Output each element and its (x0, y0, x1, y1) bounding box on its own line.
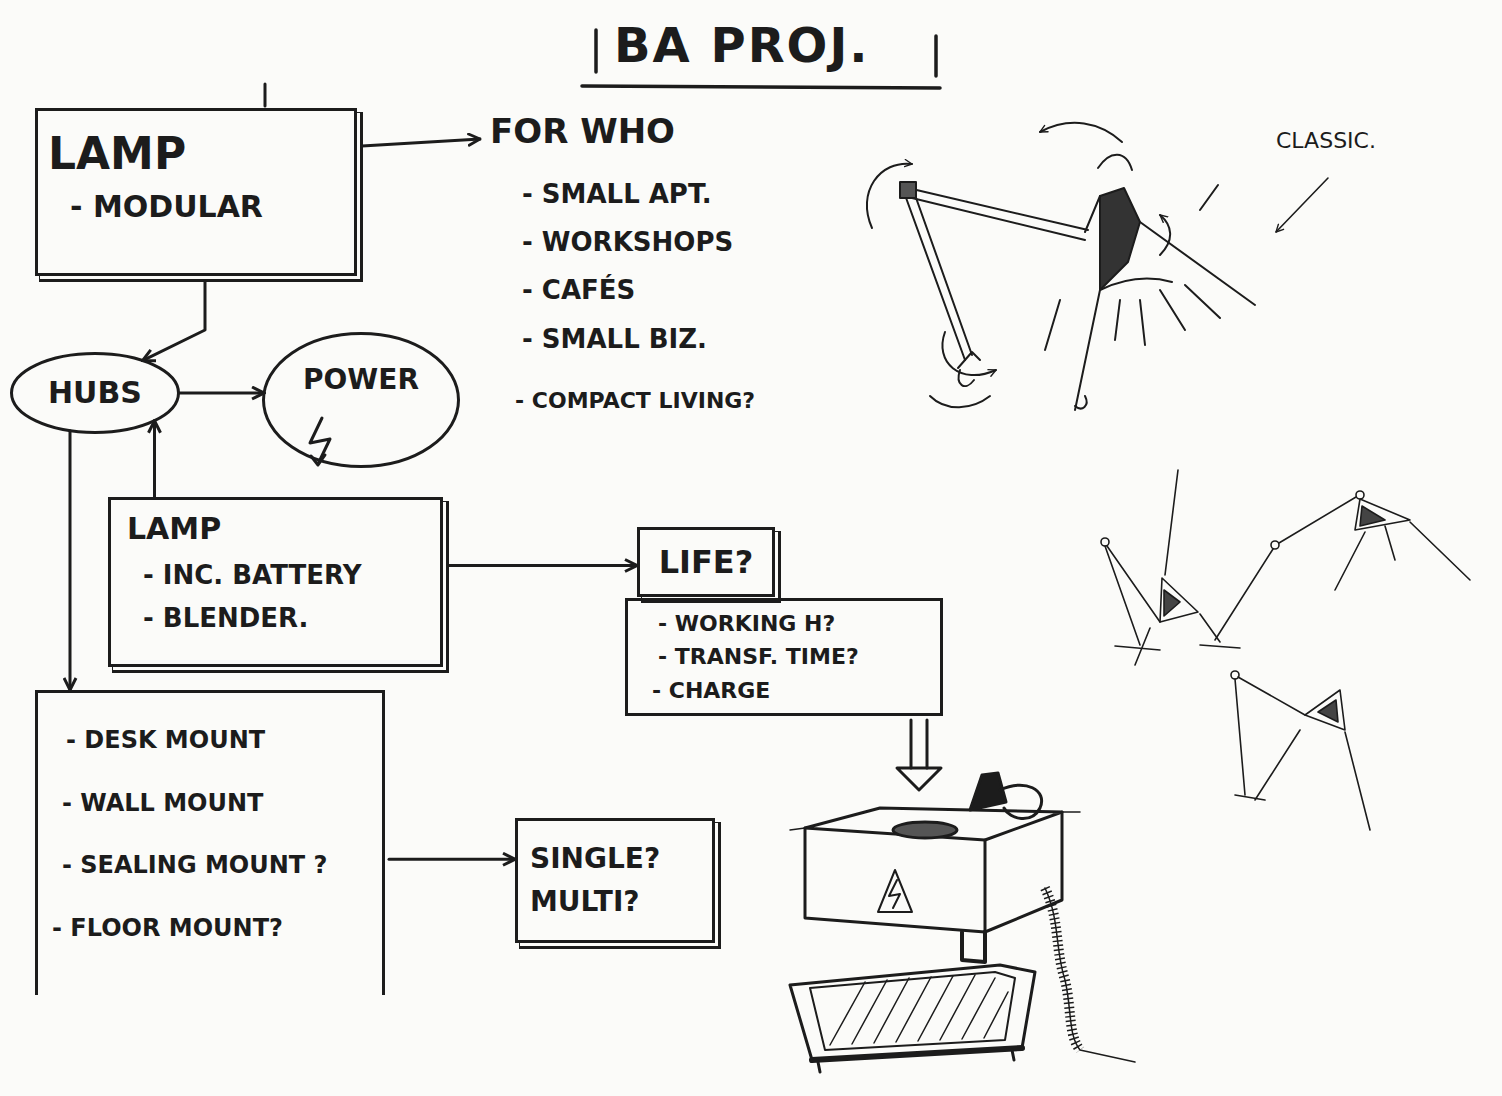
charger-sketch (893, 822, 957, 838)
classic-lamp-sketch (1040, 123, 1122, 142)
note-text: - CAFÉS (522, 276, 635, 306)
stick-lamp-sketch (1335, 522, 1470, 590)
double-arrow (897, 768, 941, 790)
charger-sketch (818, 1050, 1014, 1072)
classic-lamp-sketch (958, 352, 980, 386)
classic-lamp-sketch (942, 332, 996, 375)
classic-lamp-sketch (867, 123, 1255, 410)
note-text: - COMPACT LIVING? (515, 388, 755, 413)
node-text: LAMP (48, 129, 186, 180)
note-text: CLASSIC. (1276, 128, 1376, 153)
classic-lamp-sketch (1160, 215, 1170, 255)
double-arrow (911, 720, 927, 768)
classic-leader (1276, 178, 1328, 232)
connector-arrow (69, 431, 72, 690)
connector-arrow (143, 280, 205, 361)
charger-sketch (830, 975, 1008, 1045)
node-text: - DESK MOUNT (66, 727, 265, 755)
title: BA PROJ. (614, 18, 869, 73)
classic-lamp-sketch (1075, 196, 1255, 410)
charger-sketch (962, 932, 985, 962)
classic-lamp-sketch (905, 195, 972, 360)
classic-lamp-sketch (930, 396, 990, 407)
charger-sketch (810, 972, 1015, 1050)
classic-lamp-sketch (1100, 188, 1140, 290)
classic-lamp-sketch (867, 164, 912, 228)
stick-lamp-sketch (1105, 546, 1160, 650)
stick-lamp-sketch (1200, 497, 1356, 648)
connector-arrow (449, 564, 637, 567)
stick-lamp-sketch (1135, 470, 1220, 665)
stick-lamp-sketch (1164, 590, 1180, 616)
for-who-arrow (362, 139, 480, 146)
note-text: FOR WHO (490, 112, 675, 151)
stick-lamp-sketch (1255, 730, 1370, 830)
node-text: - WORKING H? (658, 611, 835, 636)
sketch-box: LAMP - MODULAR (35, 108, 357, 276)
node-text: - BLENDER. (143, 604, 308, 634)
classic-lamp-sketch (1098, 155, 1132, 170)
box-stub (264, 84, 267, 106)
stick-lamp-sketch (1318, 700, 1338, 722)
stick-lamp-sketch (1160, 578, 1198, 622)
connector-arrow (179, 392, 265, 395)
classic-lamp-sketch (908, 188, 1088, 240)
node-text: - FLOOR MOUNT? (52, 915, 283, 943)
stick-lamp-sketch (1101, 538, 1109, 546)
connector-arrow (389, 858, 515, 861)
note-text: - SMALL BIZ. (522, 325, 707, 355)
node-text: POWER (303, 364, 419, 396)
stick-lamp-sketch (1271, 541, 1279, 549)
node-text: - SEALING MOUNT ? (62, 852, 327, 880)
note-text: - SMALL APT. (522, 180, 712, 210)
node-text: - INC. BATTERY (143, 561, 361, 591)
connector-arrow (153, 421, 156, 497)
node-text: HUBS (48, 376, 142, 411)
stick-lamp-sketch (1360, 506, 1385, 526)
node-text: - WALL MOUNT (62, 790, 263, 818)
stick-lamp-sketch (1101, 470, 1470, 830)
ellipse-outline (12, 354, 179, 433)
node-text: LAMP (127, 512, 221, 547)
sketch-box: LIFE? (637, 527, 775, 597)
double-arrow (897, 720, 941, 790)
stick-lamp-sketch (1356, 491, 1364, 499)
charger-sketch (985, 812, 1062, 932)
node-text: LIFE? (659, 544, 754, 581)
charger-sketch (1045, 888, 1080, 1050)
sketch-box: SINGLE? MULTI? (515, 818, 715, 943)
sketch-ellipse: HUBS (10, 352, 180, 434)
charger-sketch (805, 808, 1062, 840)
node-text: SINGLE? (530, 843, 660, 875)
node-text: - MODULAR (70, 190, 263, 225)
note-text: - WORKSHOPS (522, 228, 733, 258)
sketch-ellipse: POWER (262, 332, 460, 468)
for-who-arrow (362, 139, 480, 146)
charger-sketch (889, 880, 900, 908)
classic-lamp-sketch (1045, 185, 1220, 350)
classic-leader (1276, 178, 1328, 232)
stick-lamp-sketch (1305, 690, 1345, 730)
charger-sketch (970, 773, 1006, 810)
list-box: - WORKING H? - TRANSF. TIME? - CHARGE (625, 598, 943, 716)
charger-sketch (812, 1048, 1022, 1060)
charger-sketch (790, 773, 1135, 1072)
charger-sketch (878, 870, 912, 912)
charger-sketch (1045, 888, 1135, 1062)
classic-lamp-sketch (1075, 396, 1087, 408)
bracket-box: - DESK MOUNT - WALL MOUNT - SEALING MOUNT … (35, 690, 385, 995)
node-text: - TRANSF. TIME? (658, 644, 859, 669)
stick-lamp-sketch (1355, 499, 1410, 530)
node-text: MULTI? (530, 886, 640, 918)
ellipse-outline (264, 334, 459, 467)
classic-lamp-sketch (900, 182, 916, 198)
box-stub (264, 84, 267, 106)
charger-sketch (805, 828, 985, 932)
charger-sketch (1000, 785, 1042, 818)
ellipse-outline (262, 332, 460, 468)
node-text: - CHARGE (652, 678, 770, 703)
sketch-box: LAMP - INC. BATTERY - BLENDER. (108, 497, 443, 667)
charger-sketch (790, 965, 1035, 1060)
